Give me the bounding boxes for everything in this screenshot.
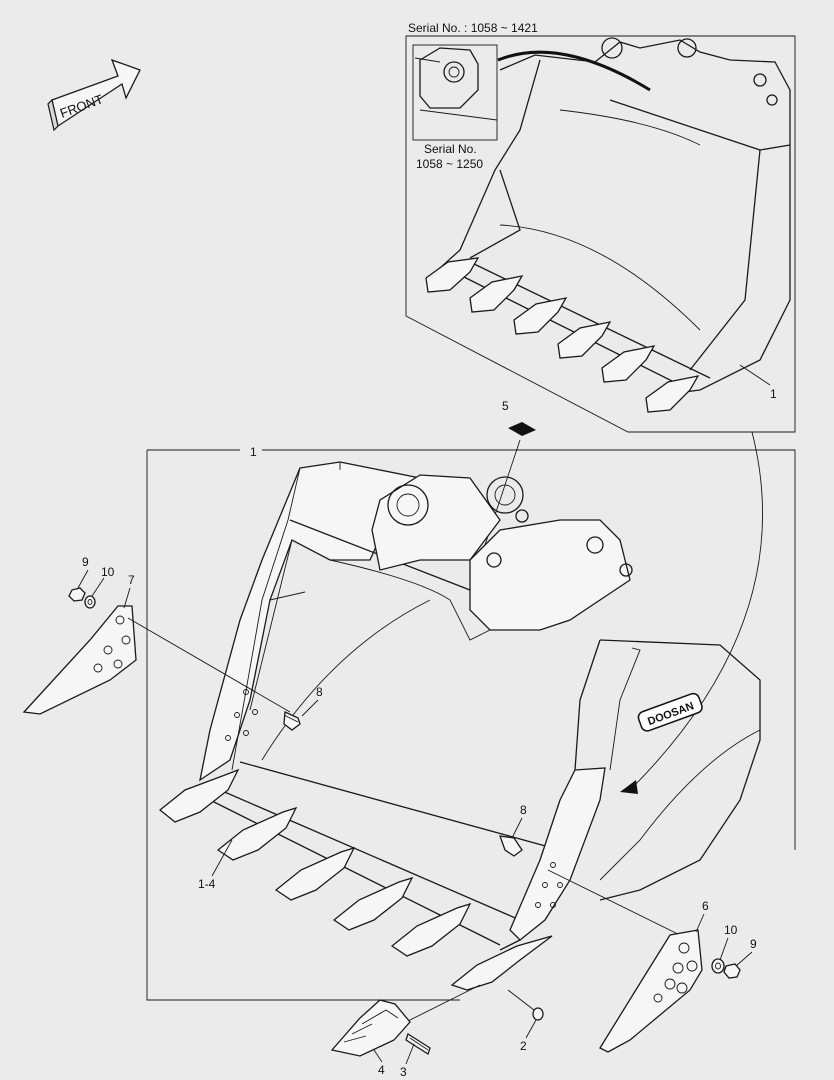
left-washer: [84, 595, 96, 609]
inset-serial-top: Serial No. : 1058 ~ 1421: [408, 21, 538, 35]
callout-2: 2: [520, 1039, 527, 1053]
callout-1-main: 1: [250, 445, 257, 459]
callout-9-left: 9: [82, 555, 89, 569]
callout-3: 3: [400, 1065, 407, 1079]
part5-plate-icon: [508, 422, 536, 436]
left-nut: [68, 587, 86, 602]
inset-callout-1: 1: [770, 387, 777, 401]
callout-6: 6: [702, 899, 709, 913]
callout-1-4: 1-4: [198, 877, 216, 891]
inset-teeth: [425, 257, 700, 413]
right-washer: [711, 958, 725, 974]
main-bucket: DOOSAN: [158, 461, 761, 991]
left-side-holes: [225, 689, 258, 741]
brand-logo: DOOSAN: [637, 692, 703, 732]
loose-tooth-4: [330, 999, 411, 1057]
callout-5: 5: [502, 399, 509, 413]
sub-serial-line2: 1058 ~ 1250: [416, 157, 483, 171]
callout-10-left: 10: [101, 565, 115, 579]
sub-detail-box: [412, 44, 498, 141]
left-side-cutter: [22, 605, 137, 715]
left-bolt-8: [283, 711, 301, 731]
pin-3: [405, 1033, 431, 1055]
right-side-holes: [535, 862, 563, 908]
callout-9-right: 9: [750, 937, 757, 951]
lock-2: [532, 1007, 544, 1021]
callout-10-right: 10: [724, 923, 738, 937]
inset-detail: Serial No. : 1058 ~ 1421 Serial No. 1058…: [405, 21, 796, 433]
callout-4: 4: [378, 1063, 385, 1077]
main-teeth: [158, 768, 553, 991]
callout-7: 7: [128, 573, 135, 587]
front-arrow-icon: FRONT: [47, 58, 141, 132]
arc-arrow-icon: [620, 780, 638, 794]
callout-8-right: 8: [520, 803, 527, 817]
callout-8-left: 8: [316, 685, 323, 699]
sub-serial-line1: Serial No.: [424, 142, 477, 156]
right-side-cutter: [599, 929, 703, 1053]
right-nut: [723, 963, 741, 979]
